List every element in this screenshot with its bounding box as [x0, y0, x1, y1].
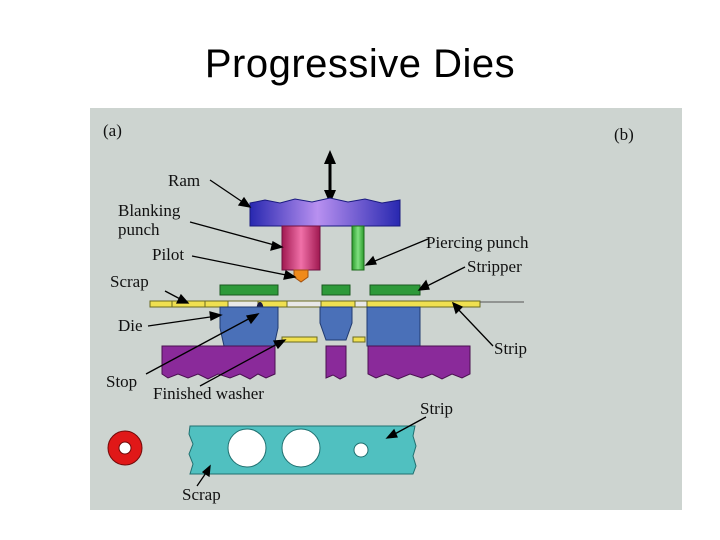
leader-arrows-b	[196, 416, 427, 487]
label-stop: Stop	[106, 372, 137, 391]
piercing-punch	[351, 225, 365, 271]
die-right	[366, 306, 421, 347]
label-finished-washer: Finished washer	[153, 384, 264, 403]
label-pilot: Pilot	[152, 245, 184, 264]
ram-motion-arrow	[324, 150, 336, 204]
die-block-middle	[325, 345, 347, 380]
strip-hole-2	[286, 300, 322, 308]
label-stripper: Stripper	[467, 257, 522, 276]
strip-b-hole-3	[353, 442, 369, 458]
slug-pierce	[352, 336, 366, 343]
label-blanking-punch-2: punch	[118, 220, 160, 239]
label-die: Die	[118, 316, 143, 335]
die-block-right	[367, 345, 471, 380]
label-strip-b: Strip	[420, 399, 453, 418]
label-scrap-a: Scrap	[110, 272, 149, 291]
stripper-middle	[321, 284, 351, 296]
strip-hole-1	[227, 300, 259, 308]
label-scrap-b: Scrap	[182, 485, 221, 504]
blanking-punch	[281, 225, 321, 271]
panel-b-label: (b)	[614, 125, 634, 144]
label-piercing-punch: Piercing punch	[426, 233, 529, 252]
panel-a-label: (a)	[103, 121, 122, 140]
strip-b-hole-1	[227, 428, 267, 468]
slide-title: Progressive Dies	[204, 42, 516, 86]
stripper-left	[219, 284, 279, 296]
stripper-right	[369, 284, 421, 296]
strip-hole-3	[354, 300, 368, 308]
progressive-die-diagram: (a) (b) Ram Blanking punch Pilot Scrap D…	[90, 108, 682, 510]
slug-washer	[281, 336, 318, 343]
die-block-left	[161, 345, 276, 380]
ram	[249, 197, 401, 227]
label-ram: Ram	[168, 171, 200, 190]
die-middle	[319, 306, 353, 341]
leader-arrows	[145, 179, 494, 387]
strip-b-hole-2	[281, 428, 321, 468]
finished-washer	[107, 430, 143, 466]
label-blanking-punch-1: Blanking	[118, 201, 181, 220]
die-left	[219, 306, 279, 347]
label-strip-a: Strip	[494, 339, 527, 358]
